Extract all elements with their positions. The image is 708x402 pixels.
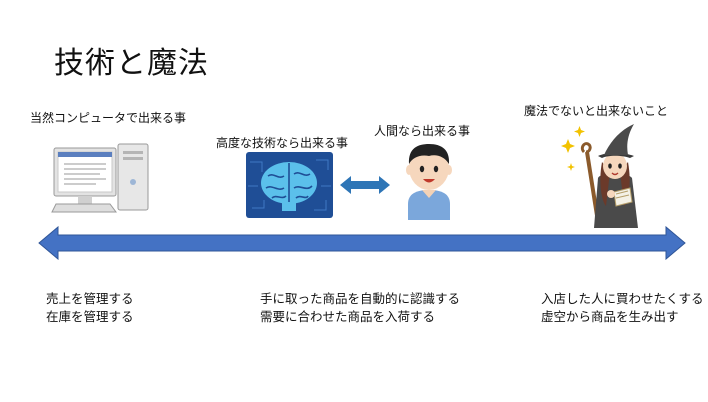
label-ai: 高度な技術なら出来る事 bbox=[216, 136, 349, 150]
note-line: 手に取った商品を自動的に認識する bbox=[260, 291, 461, 306]
computer-illustration bbox=[51, 143, 149, 213]
note-magic: 入店した人に買わせたくする 虚空から商品を生み出す bbox=[541, 290, 704, 326]
exchange-arrow-icon bbox=[340, 176, 390, 194]
label-computer: 当然コンピュータで出来る事 bbox=[30, 111, 187, 125]
page-title: 技術と魔法 bbox=[54, 46, 209, 81]
note-line: 売上を管理する bbox=[46, 291, 134, 306]
note-ai: 手に取った商品を自動的に認識する 需要に合わせた商品を入荷する bbox=[260, 290, 460, 326]
note-line: 在庫を管理する bbox=[46, 309, 134, 324]
note-line: 入店した人に買わせたくする bbox=[541, 291, 704, 306]
person-illustration bbox=[406, 144, 452, 220]
label-human: 人間なら出来る事 bbox=[374, 124, 471, 138]
note-line: 需要に合わせた商品を入荷する bbox=[260, 309, 436, 324]
ai-brain-illustration bbox=[246, 152, 333, 218]
note-line: 虚空から商品を生み出す bbox=[541, 309, 679, 324]
note-computer: 売上を管理する 在庫を管理する bbox=[46, 290, 134, 326]
timeline-arrow bbox=[38, 226, 686, 260]
wizard-illustration bbox=[561, 124, 638, 228]
label-magic: 魔法でないと出来ないこと bbox=[524, 104, 669, 118]
